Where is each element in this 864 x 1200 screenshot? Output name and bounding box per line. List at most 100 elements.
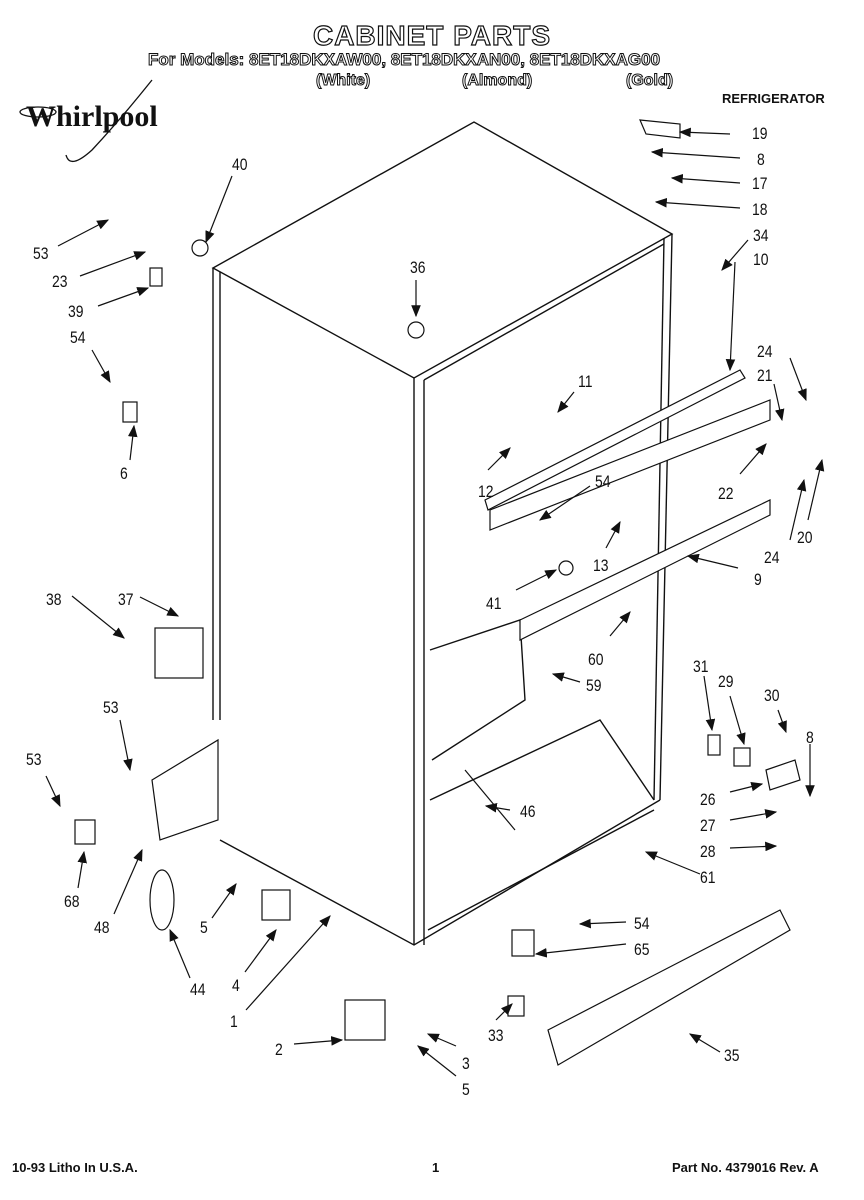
page-title: CABINET PARTS xyxy=(312,19,552,51)
leader-arrow-53b xyxy=(119,719,133,772)
leader-arrow-2 xyxy=(293,1036,344,1046)
spacer-icon xyxy=(149,267,163,287)
callout-28: 28 xyxy=(700,842,716,861)
callout-3: 3 xyxy=(462,1054,470,1073)
rail-13 xyxy=(489,399,771,531)
leader-arrow-5a xyxy=(211,883,237,919)
color-gold: (Gold) xyxy=(625,72,674,90)
callout-20: 20 xyxy=(797,528,813,547)
leader-arrow-23 xyxy=(79,251,147,277)
callout-65: 65 xyxy=(634,940,650,959)
callout-53c: 53 xyxy=(26,750,42,769)
roller-2 xyxy=(344,999,386,1041)
leader-arrow-34 xyxy=(721,239,749,271)
shim-29 xyxy=(733,747,751,767)
callout-53a: 53 xyxy=(33,244,49,263)
callout-17: 17 xyxy=(752,174,768,193)
leader-arrow-8a xyxy=(650,147,741,159)
leader-arrow-60 xyxy=(609,611,631,637)
plug-button-icon xyxy=(407,321,425,339)
callout-26: 26 xyxy=(700,790,716,809)
page-number: 1 xyxy=(432,1160,440,1175)
panel-48 xyxy=(151,738,219,841)
callout-24b: 24 xyxy=(764,548,780,567)
leader-arrow-53c xyxy=(45,775,61,808)
callout-33: 33 xyxy=(488,1026,504,1045)
cabinet-outline xyxy=(211,121,674,946)
model-numbers: For Models: 8ET18DKXAW00, 8ET18DKXAN00, … xyxy=(147,50,661,70)
callout-21: 21 xyxy=(757,366,773,385)
callout-11: 11 xyxy=(578,372,593,391)
clip-65 xyxy=(511,929,535,957)
callout-41: 41 xyxy=(486,594,502,613)
leader-lines xyxy=(45,127,825,1077)
rail-10 xyxy=(484,369,746,511)
leader-arrow-31 xyxy=(703,675,716,732)
litho-note: 10-93 Litho In U.S.A. xyxy=(12,1160,138,1175)
leader-arrow-17 xyxy=(670,174,741,184)
leader-arrow-28 xyxy=(729,841,778,852)
leader-arrow-27 xyxy=(729,809,778,821)
leader-arrow-68 xyxy=(77,850,87,889)
leader-arrow-9 xyxy=(686,553,739,569)
callout-2: 2 xyxy=(275,1040,283,1059)
leader-arrow-6 xyxy=(127,424,138,461)
leader-arrow-44 xyxy=(169,928,191,979)
logo-swoosh-icon xyxy=(19,79,153,162)
leader-arrow-35 xyxy=(688,1033,721,1053)
callout-30: 30 xyxy=(764,686,780,705)
leader-arrow-4 xyxy=(244,929,277,973)
color-almond: (Almond) xyxy=(461,72,533,90)
callout-37: 37 xyxy=(118,590,134,609)
roller-4 xyxy=(261,889,291,921)
hinge-cover-icon xyxy=(639,119,681,139)
callout-61: 61 xyxy=(700,868,716,887)
callout-36: 36 xyxy=(410,258,426,277)
leader-arrow-11 xyxy=(557,391,575,413)
callout-8b: 8 xyxy=(806,728,814,747)
callout-68: 68 xyxy=(64,892,80,911)
callout-24a: 24 xyxy=(757,342,773,361)
leader-arrow-24a xyxy=(789,357,807,402)
leader-arrow-38 xyxy=(71,595,125,639)
callout-1: 1 xyxy=(230,1012,238,1031)
plate-31 xyxy=(707,734,721,756)
appliance-type: REFRIGERATOR xyxy=(722,91,825,106)
callout-18: 18 xyxy=(752,200,768,219)
leader-arrow-26 xyxy=(729,781,764,793)
leader-arrow-24b xyxy=(789,478,807,541)
leader-arrow-30 xyxy=(777,709,787,734)
callout-46: 46 xyxy=(520,802,536,821)
leader-arrow-18 xyxy=(654,197,741,209)
leader-arrow-5b xyxy=(417,1045,457,1077)
callout-5a: 5 xyxy=(200,918,208,937)
leader-arrow-33 xyxy=(495,1003,513,1021)
callout-44: 44 xyxy=(190,980,206,999)
leader-arrow-20 xyxy=(807,458,825,521)
callout-23: 23 xyxy=(52,272,68,291)
rail-9 xyxy=(519,499,771,641)
leader-arrow-41 xyxy=(515,569,558,591)
callout-4: 4 xyxy=(232,976,240,995)
callout-31: 31 xyxy=(693,657,709,676)
hinge-26 xyxy=(765,759,801,791)
color-white: (White) xyxy=(315,72,371,90)
leader-arrow-21 xyxy=(773,383,785,422)
leader-arrow-59 xyxy=(551,672,581,683)
callout-35: 35 xyxy=(724,1046,740,1065)
leader-arrow-48 xyxy=(113,848,143,915)
leader-arrow-37 xyxy=(139,596,180,617)
leader-arrow-1 xyxy=(245,915,331,1011)
callout-6: 6 xyxy=(120,464,128,483)
callout-54c: 54 xyxy=(634,914,650,933)
callout-59: 59 xyxy=(586,676,602,695)
callout-9: 9 xyxy=(754,570,762,589)
leader-arrow-46 xyxy=(484,803,511,813)
callout-60: 60 xyxy=(588,650,604,669)
callout-8a: 8 xyxy=(757,150,765,169)
leader-arrow-10 xyxy=(725,261,736,372)
leader-arrow-54c xyxy=(578,918,627,929)
leader-arrow-22 xyxy=(739,443,767,475)
leader-arrow-12 xyxy=(487,447,511,471)
